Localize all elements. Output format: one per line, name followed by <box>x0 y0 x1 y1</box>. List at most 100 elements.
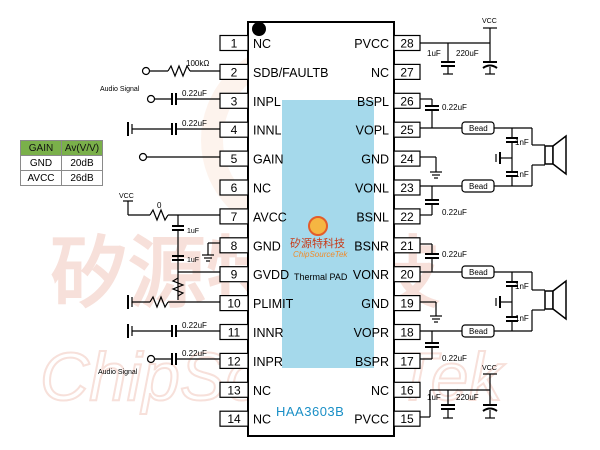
pin-box <box>219 266 249 283</box>
label-bead-2: Bead <box>469 182 488 191</box>
gain-table-row: AVCC 26dB <box>20 170 103 186</box>
r-gvdd <box>171 277 185 297</box>
pin-box <box>393 63 421 81</box>
pin-box <box>393 92 421 109</box>
thermal-pad-label: Thermal PAD <box>294 272 348 282</box>
label-1nf-1: 1nF <box>515 138 529 147</box>
gain-table-cell: AVCC <box>20 170 62 186</box>
pin-box <box>219 352 249 369</box>
pin-box <box>219 295 249 312</box>
gain-table-row: GND 20dB <box>20 155 103 171</box>
pin-label: INNR <box>253 326 284 340</box>
pin-label: INPR <box>253 355 283 369</box>
pin-number: 25 <box>400 123 414 137</box>
label-vcc-left: VCC <box>119 193 134 200</box>
pin-label: GND <box>361 153 389 167</box>
label-1nf-3: 1nF <box>515 282 529 291</box>
pin-8: 8 GND <box>219 237 281 254</box>
pin-number: 8 <box>231 239 238 253</box>
pin-box <box>393 150 421 167</box>
pin-number: 3 <box>231 94 238 108</box>
label-c-pin12: 0.22uF <box>182 349 207 358</box>
pin-number: 23 <box>400 181 414 195</box>
pin-label: NC <box>371 66 389 80</box>
gain-table-header: GAIN Av(V/V) <box>20 140 103 156</box>
pin-16: 16 NC <box>371 381 421 398</box>
pin-box <box>393 352 421 369</box>
logo-en: ChipSourceTek <box>293 250 348 259</box>
gain-table-cell: 20dB <box>61 155 103 171</box>
pin-box <box>219 63 249 81</box>
right-wiring <box>420 27 545 419</box>
pin-25: 25 VOPL <box>356 121 421 138</box>
pin-number: 14 <box>227 412 241 426</box>
pin-box <box>393 179 421 196</box>
pin-label: NC <box>371 384 389 398</box>
pin-box <box>393 266 421 283</box>
gain-table-cell: GND <box>20 155 62 171</box>
pin-number: 10 <box>227 297 241 311</box>
pin-label: AVCC <box>253 210 287 224</box>
pin-number: 20 <box>400 268 414 282</box>
label-audio-signal-l: Audio Signal <box>100 86 140 93</box>
part-number: HAA3603B <box>276 404 344 419</box>
label-c-1u-top: 1uF <box>427 49 441 58</box>
speaker-right-icon <box>544 279 567 321</box>
pin-label: BSNL <box>356 210 389 224</box>
label-1nf-2: 1nF <box>515 170 529 179</box>
sdb-terminal <box>141 66 151 76</box>
pin-number: 13 <box>227 383 241 397</box>
thermal-pad <box>282 100 374 368</box>
label-vcc-bottom: VCC <box>482 365 497 372</box>
pin-label: GND <box>361 297 389 311</box>
label-c-bsnl: 0.22uF <box>442 208 467 217</box>
label-bead-1: Bead <box>469 124 488 133</box>
gain-table-cell: 26dB <box>61 170 103 186</box>
pin-number: 16 <box>400 383 414 397</box>
pin-box <box>219 34 249 52</box>
pin-label: INNL <box>253 124 282 138</box>
right-pins: 28PVCC27NC26BSPL25VOPL24GND23VONL22BSNL2… <box>353 34 421 427</box>
gain-table: GAIN Av(V/V) GND 20dB AVCC 26dB <box>20 140 103 186</box>
pin-box <box>393 381 421 398</box>
pin-label: VOPL <box>356 124 389 138</box>
label-c-220u-bottom: 220uF <box>456 393 479 402</box>
pin-number: 22 <box>400 210 414 224</box>
logo-mark <box>308 216 328 236</box>
pin-box <box>393 237 421 254</box>
pin-label: BSNR <box>354 239 389 253</box>
logo-cn: 矽源特科技 <box>290 236 345 250</box>
pin-number: 19 <box>400 297 414 311</box>
r-100k <box>167 64 191 78</box>
gain-table-header-cell: Av(V/V) <box>61 140 103 156</box>
pin-19: 19 GND <box>361 295 421 312</box>
label-1nf-4: 1nF <box>515 314 529 323</box>
pin-number: 28 <box>400 37 414 51</box>
pin-number: 24 <box>400 152 414 166</box>
pin-label: BSPR <box>355 355 389 369</box>
pin-label: NC <box>253 384 271 398</box>
label-c-1u-bottom: 1uF <box>427 393 441 402</box>
pin-number: 9 <box>231 268 238 282</box>
pin-24: 24 GND <box>361 150 421 167</box>
pin-box <box>393 295 421 312</box>
pin-label: GND <box>253 239 281 253</box>
chip-logo: 矽源特科技 ChipSourceTek <box>290 216 348 259</box>
pin-13: 13 NC <box>219 381 271 398</box>
label-c-bsnr: 0.22uF <box>442 250 467 259</box>
pin-number: 12 <box>227 354 241 368</box>
r-plimit <box>149 295 169 309</box>
